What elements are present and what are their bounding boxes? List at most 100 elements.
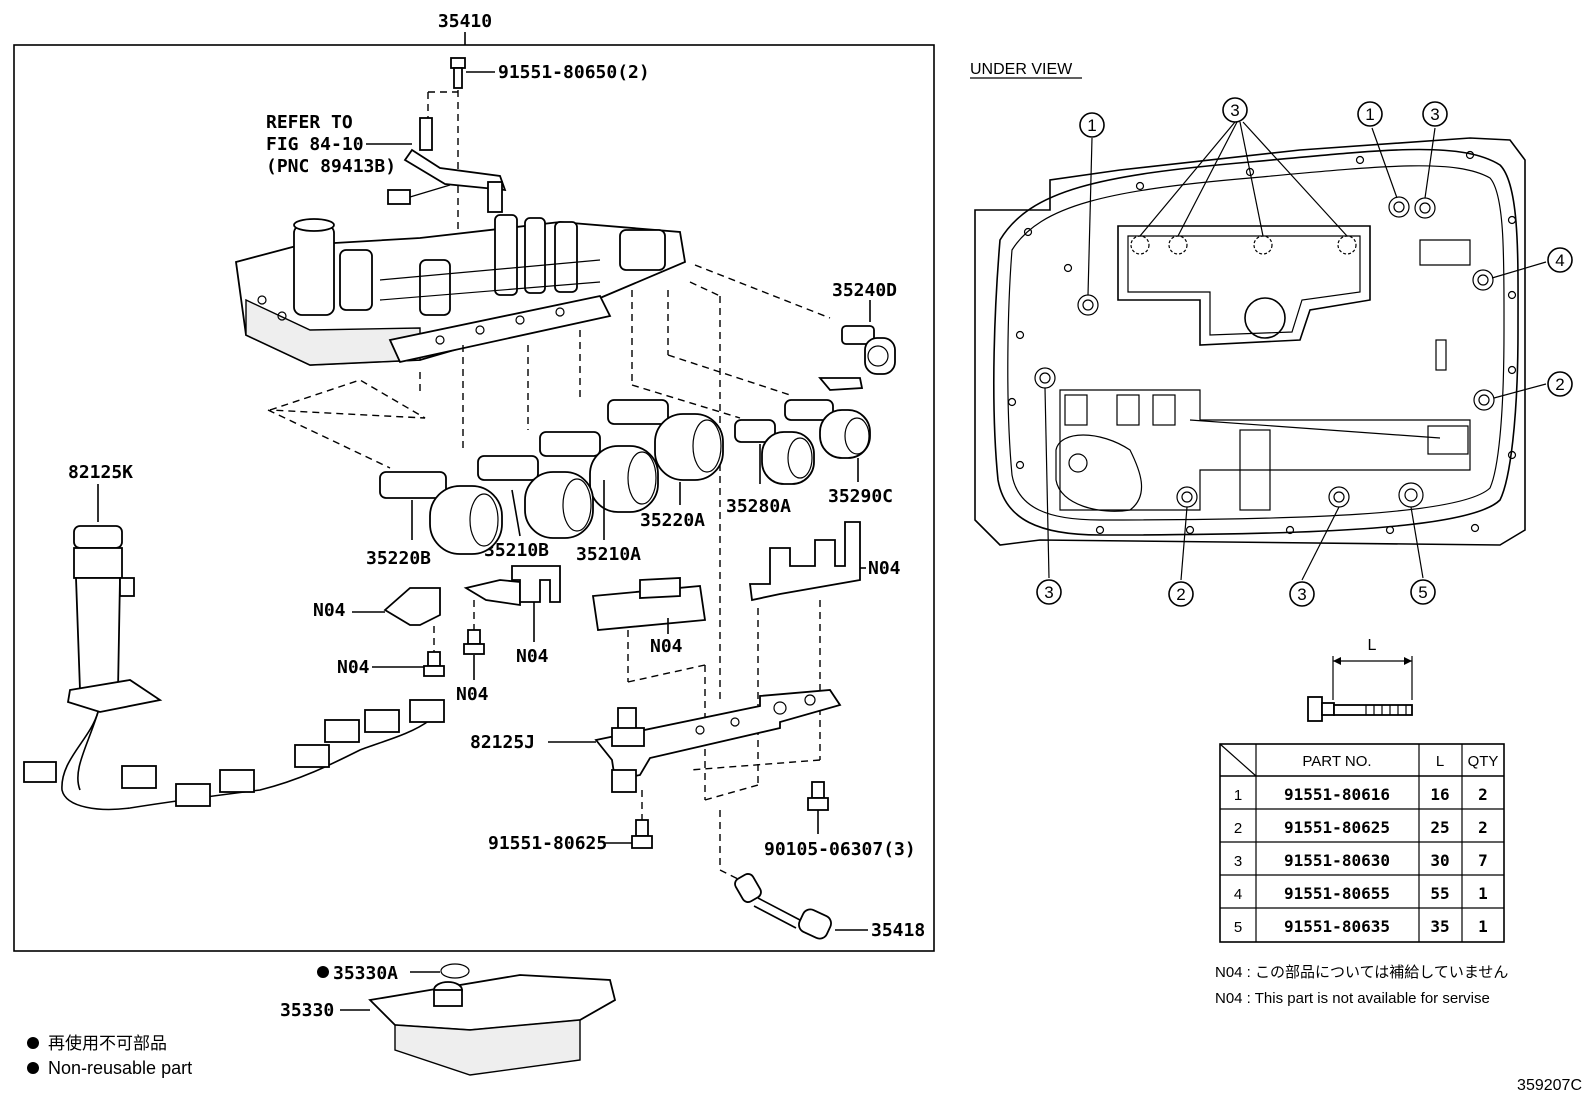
label-35240d: 35240D: [832, 280, 897, 301]
callout-2b: 2: [1168, 581, 1194, 607]
label-n04-c: N04: [650, 636, 683, 657]
refer-line-1: REFER TO: [266, 112, 353, 133]
solenoid-35210a-icon: [539, 431, 659, 513]
bolt-90105-icon: [807, 781, 829, 811]
table-row-3-qty: 7: [1478, 851, 1488, 870]
bolt-91551-80625-icon: [631, 790, 653, 849]
refer-line-2: FIG 84-10: [266, 134, 364, 155]
callout-1a: 1: [1079, 112, 1105, 138]
callout-3b: 3: [1422, 101, 1448, 127]
diagram-id: 359207C: [1517, 1077, 1582, 1094]
solenoid-35220b-icon: [379, 471, 503, 555]
solenoid-35290c-icon: [784, 399, 871, 459]
bracket-n04-c-icon: [591, 577, 707, 631]
table-row-2-l: 25: [1430, 818, 1449, 837]
table-row-4-no: 4: [1234, 886, 1242, 903]
label-35220a: 35220A: [640, 510, 705, 531]
table-row-3-part: 91551-80630: [1284, 851, 1390, 870]
callout-3a: 3: [1222, 97, 1248, 123]
table-row-5-no: 5: [1234, 919, 1242, 936]
svg-text:5: 5: [1418, 583, 1427, 602]
legend-en: Non-reusable part: [48, 1058, 192, 1078]
legend-jp: 再使用不可部品: [48, 1033, 167, 1053]
callout-1b: 1: [1357, 101, 1383, 127]
table-row-1-qty: 2: [1478, 785, 1488, 804]
label-35418: 35418: [871, 920, 925, 941]
label-82125j: 82125J: [470, 732, 535, 753]
valve-body-icon: [235, 214, 687, 366]
legend-dot-en-icon: [27, 1062, 39, 1074]
assembly-frame: [13, 44, 935, 952]
wire-harness-icon: [23, 525, 445, 811]
non-reusable-dot-icon: [317, 966, 329, 978]
label-bolt-top: 91551-80650(2): [498, 62, 650, 83]
note-jp: N04 : この部品については補給していません: [1215, 964, 1508, 981]
bracket-n04-d-icon: [748, 521, 861, 602]
label-82125k: 82125K: [68, 462, 133, 483]
table-row-1-l: 16: [1430, 785, 1449, 804]
table-row-4-l: 55: [1430, 884, 1449, 903]
label-35210b: 35210B: [484, 540, 549, 561]
bolt-n04-small-a-icon: [423, 626, 445, 677]
solenoid-35210b-icon: [477, 455, 594, 539]
table-header-l: L: [1436, 753, 1444, 770]
svg-text:3: 3: [1430, 105, 1439, 124]
callout-2a: 2: [1547, 371, 1573, 397]
label-35330a: 35330A: [333, 963, 398, 984]
table-row-3-l: 30: [1430, 851, 1449, 870]
table-row-5-l: 35: [1430, 917, 1449, 936]
bracket-n04-b-icon: [463, 565, 561, 607]
under-view-title: UNDER VIEW: [970, 61, 1073, 78]
svg-text:3: 3: [1230, 101, 1239, 120]
table-header-qty: QTY: [1468, 753, 1499, 770]
svg-text:1: 1: [1365, 105, 1374, 124]
label-n04-e: N04: [337, 657, 370, 678]
label-n04-d: N04: [868, 558, 901, 579]
bolt-table: PART NO. L QTY 1 91551-80616 16 2 2 9155…: [1219, 743, 1505, 943]
strainer-icon: [368, 974, 617, 1076]
solenoid-35240d-icon: [818, 325, 896, 391]
pipe-35418-icon: [719, 810, 832, 940]
table-row-5-qty: 1: [1478, 917, 1488, 936]
svg-text:4: 4: [1555, 251, 1564, 270]
label-35290c: 35290C: [828, 486, 893, 507]
svg-text:2: 2: [1176, 585, 1185, 604]
callout-leaders: [1044, 121, 1547, 581]
callout-4: 4: [1547, 247, 1573, 273]
label-n04-a: N04: [313, 600, 346, 621]
svg-text:3: 3: [1044, 583, 1053, 602]
label-35220b: 35220B: [366, 548, 431, 569]
label-35410: 35410: [438, 11, 492, 32]
table-row-5-part: 91551-80635: [1284, 917, 1390, 936]
table-row-2-no: 2: [1234, 820, 1242, 837]
table-row-4-part: 91551-80655: [1284, 884, 1390, 903]
solenoid-wire-82125j-icon: [594, 689, 842, 793]
bolt-length-icon: [1307, 656, 1413, 722]
svg-text:2: 2: [1555, 375, 1564, 394]
legend-dot-jp-icon: [27, 1037, 39, 1049]
callout-3d: 3: [1289, 581, 1315, 607]
svg-text:3: 3: [1297, 585, 1306, 604]
label-35210a: 35210A: [576, 544, 641, 565]
o-ring-icon: [440, 963, 470, 979]
label-bolt-lower: 91551-80625: [488, 833, 607, 854]
bolt-position-markers: [1034, 196, 1495, 508]
table-row-2-qty: 2: [1478, 818, 1488, 837]
table-row-1-part: 91551-80616: [1284, 785, 1390, 804]
solenoid-35280a-icon: [734, 419, 815, 485]
note-en: N04 : This part is not available for ser…: [1215, 990, 1490, 1007]
bolt-n04-small-b-icon: [463, 600, 485, 655]
oil-pan-underview-icon: [974, 137, 1526, 546]
label-n04-f: N04: [456, 684, 489, 705]
temp-sensor-icon: [387, 117, 507, 213]
label-35280a: 35280A: [726, 496, 791, 517]
length-label: L: [1368, 637, 1377, 654]
label-35330: 35330: [280, 1000, 334, 1021]
table-header-part-no: PART NO.: [1302, 753, 1371, 770]
callout-3c: 3: [1036, 579, 1062, 605]
label-bolt-90105: 90105-06307(3): [764, 839, 916, 860]
refer-line-3: (PNC 89413B): [266, 156, 396, 177]
bracket-n04-a-icon: [383, 587, 441, 626]
table-row-4-qty: 1: [1478, 884, 1488, 903]
